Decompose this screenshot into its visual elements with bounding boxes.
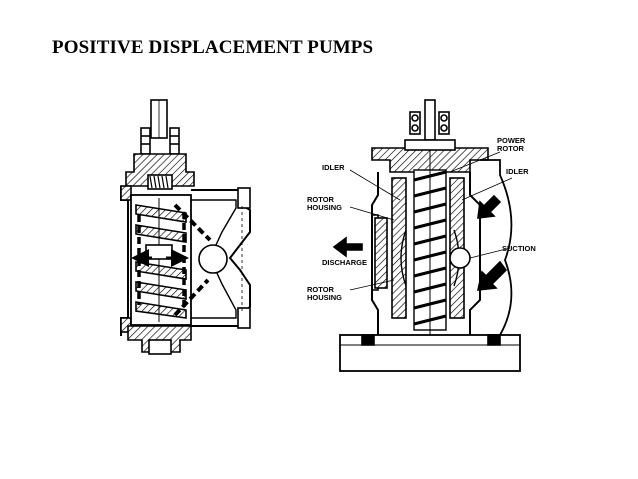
- page-title: POSITIVE DISPLACEMENT PUMPS: [52, 37, 374, 58]
- label-idler-right: IDLER: [506, 167, 529, 176]
- left-screw-pump: [120, 99, 251, 355]
- label-rotor-housing-top-line2: HOUSING: [307, 203, 342, 212]
- label-idler-left: IDLER: [322, 163, 345, 172]
- label-rotor-housing-top-line1: ROTOR: [307, 195, 335, 204]
- right-screw-pump: [332, 99, 521, 372]
- label-power-rotor-line1: POWER: [497, 136, 526, 145]
- label-rotor-housing-bottom-line1: ROTOR: [307, 285, 335, 294]
- diagram-labels: POWER ROTOR IDLER IDLER ROTOR HOUSING DI…: [307, 136, 536, 302]
- label-rotor-housing-bottom-line2: HOUSING: [307, 293, 342, 302]
- label-discharge: DISCHARGE: [322, 258, 367, 267]
- label-power-rotor-line2: ROTOR: [497, 144, 525, 153]
- label-suction: SUCTION: [502, 244, 536, 253]
